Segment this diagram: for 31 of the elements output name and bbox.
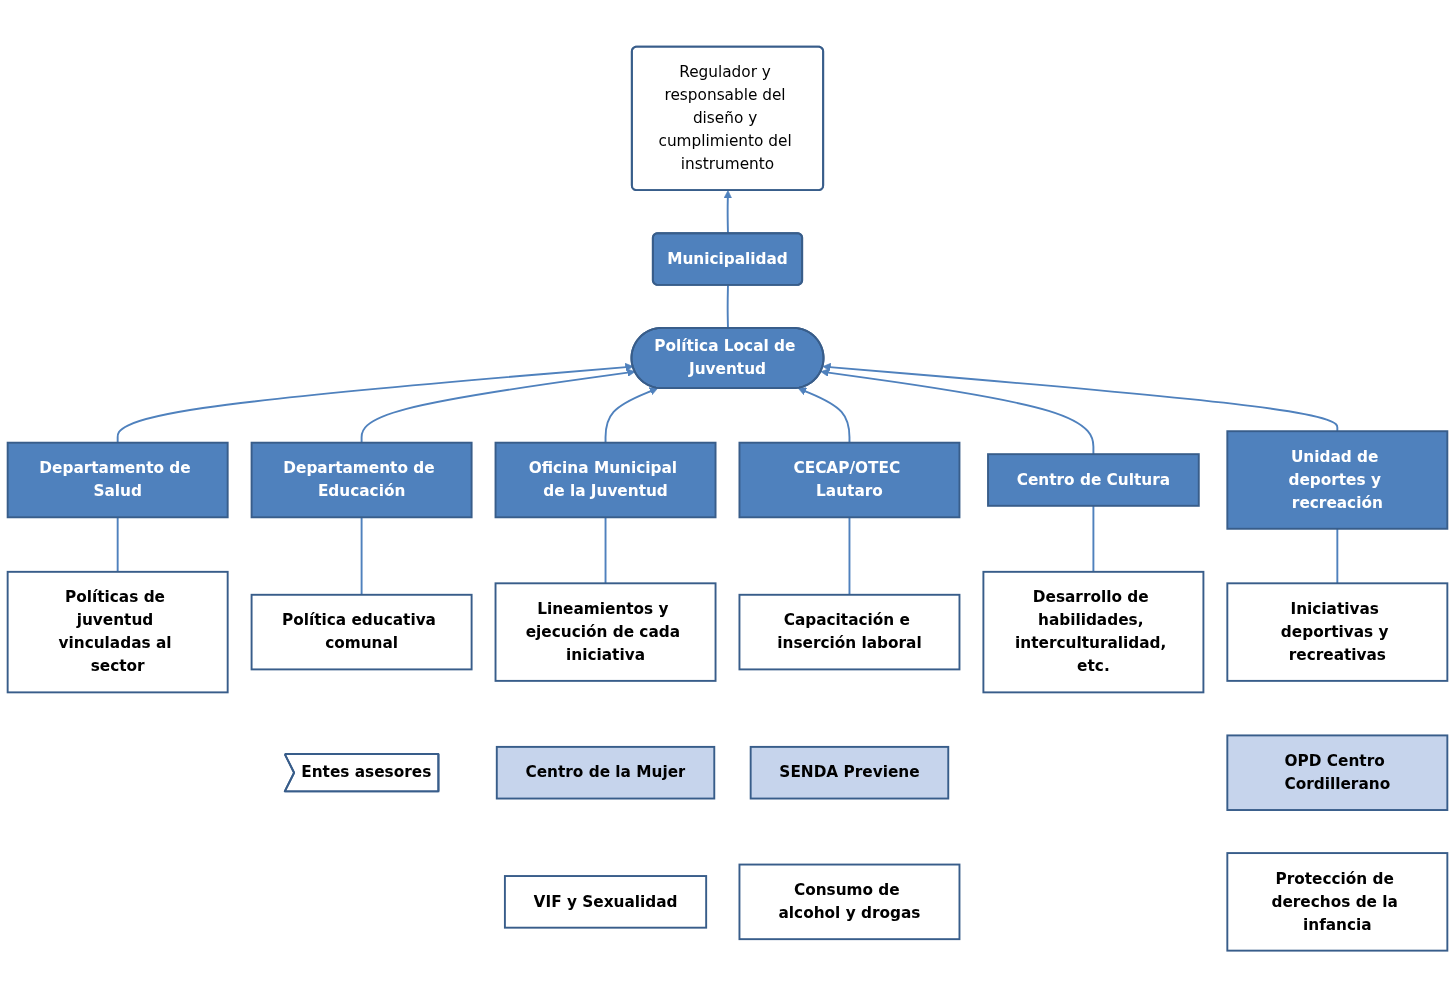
node-box: Unidad de deportes y recreación <box>1226 430 1449 531</box>
node-box: Oficina Municipal de la Juventud <box>494 442 717 519</box>
connector <box>1092 505 1095 574</box>
arrow <box>822 363 1339 433</box>
arrow <box>820 368 1095 456</box>
node-box: Consumo de alcohol y drogas <box>738 863 961 941</box>
node-box: Lineamientos y ejecución de cada iniciativa <box>494 582 717 683</box>
node-box: CECAP/OTEC Lautaro <box>738 442 961 519</box>
arrow <box>797 387 851 444</box>
node-box: Protección de derechos de la infancia <box>1226 852 1449 952</box>
connector <box>726 284 729 330</box>
connector <box>360 516 363 597</box>
node-box: SENDA Previene <box>749 746 950 800</box>
connector <box>604 516 607 585</box>
node-box: VIF y Sexualidad <box>503 875 708 929</box>
node-box: Política educativa comunal <box>250 594 473 671</box>
arrow <box>604 387 658 444</box>
arrow <box>116 363 634 444</box>
node-box: Capacitación e inserción laboral <box>738 594 961 671</box>
node-box: Centro de Cultura <box>987 453 1200 508</box>
node-box: Centro de la Mujer <box>495 746 716 800</box>
connector <box>116 516 119 574</box>
node-box: OPD Centro Cordillerano <box>1226 734 1449 812</box>
connector <box>848 516 851 597</box>
node-box: Desarrollo de habilidades, interculturalidad, etc. <box>982 571 1205 694</box>
arrow <box>723 190 732 235</box>
connector <box>1336 528 1339 585</box>
node-box: Departamento de Salud <box>6 442 229 519</box>
node-box: Iniciativas deportivas y recreativas <box>1226 582 1449 683</box>
node-box: Departamento de Educación <box>250 442 473 519</box>
node-box: Políticas de juventud vinculadas al sector <box>6 571 229 694</box>
